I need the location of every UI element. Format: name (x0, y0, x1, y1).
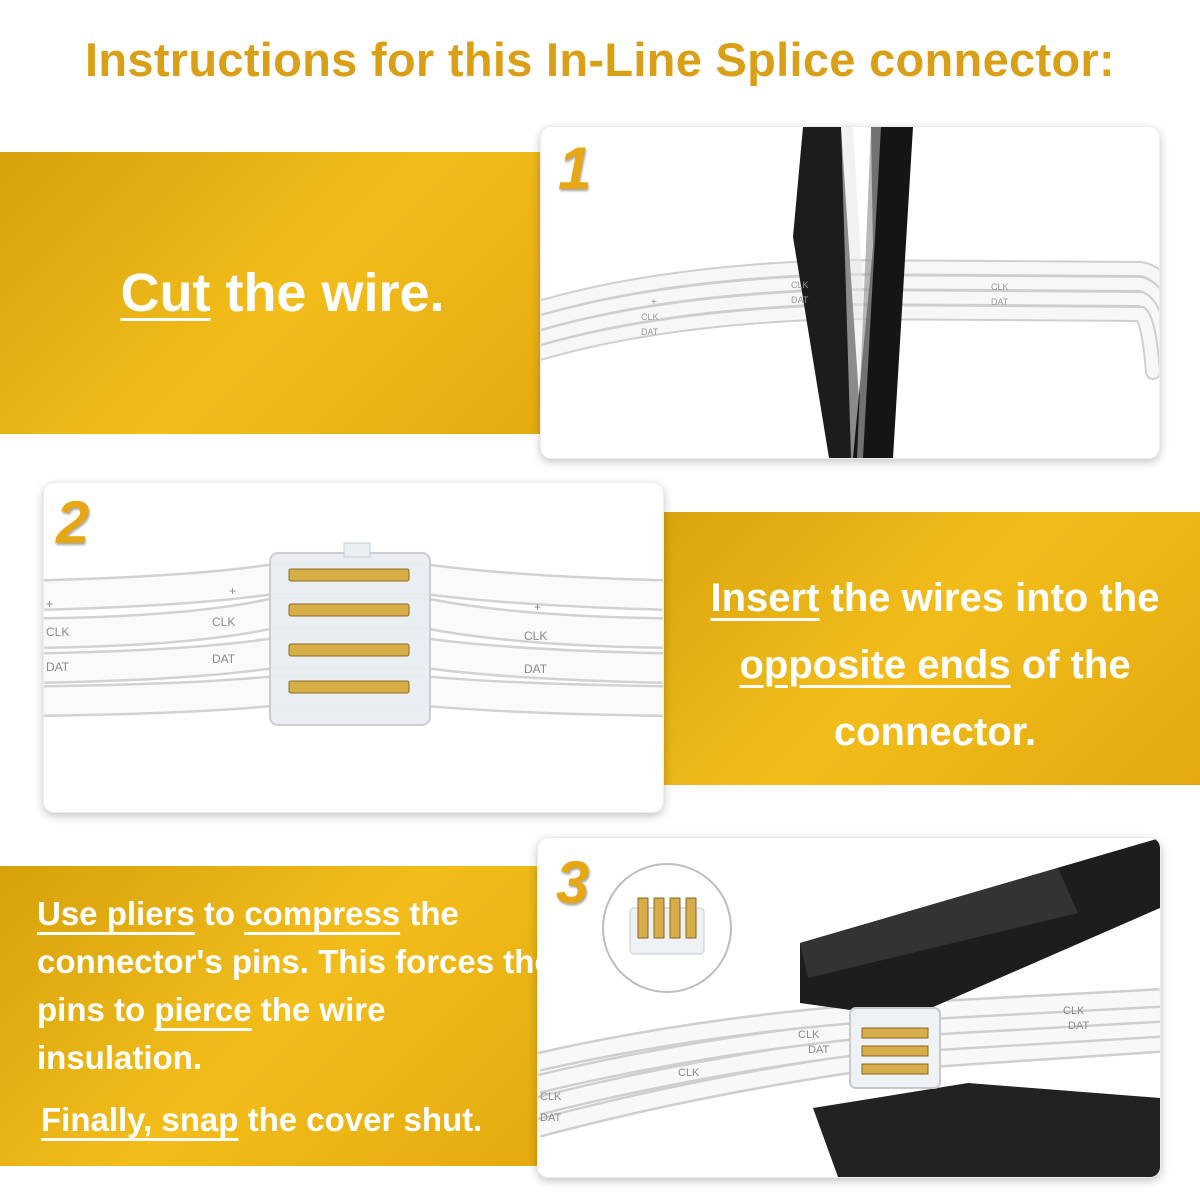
step-2-keyword-opposite-ends: opposite ends (739, 643, 1011, 687)
step-3-final-line: Finally, snap the cover shut. (41, 1096, 557, 1144)
wire-label-dat: DAT (1068, 1020, 1089, 1032)
wire-label-clk: CLK (678, 1067, 700, 1079)
wire-label-dat: DAT (524, 662, 548, 676)
step-3-keyword-use-pliers: Use pliers (37, 895, 195, 932)
step-3-text-d: the cover shut. (238, 1101, 483, 1138)
step-1-keyword: Cut (120, 263, 211, 323)
step-2-photo: + + + CLK CLK CLK DAT DAT DAT (44, 483, 663, 812)
step-2-text: Insert the wires into the opposite ends … (660, 565, 1200, 766)
step-1-band (0, 152, 580, 434)
inserted-connector-illustration: + + + CLK CLK CLK DAT DAT DAT (44, 542, 663, 726)
step-3-keyword-finally-snap: Finally, snap (41, 1101, 239, 1138)
step-1-number: 1 (558, 135, 592, 202)
step-3-keyword-compress: compress (244, 895, 401, 932)
step-2-number: 2 (56, 489, 90, 556)
wire-label-clk: CLK (46, 625, 69, 639)
wire-label-clk: CLK (212, 615, 235, 629)
wire-label-plus: + (46, 597, 53, 611)
wire-label-dat: DAT (641, 327, 659, 337)
wire-label-clk: CLK (524, 629, 547, 643)
step-2-band (620, 512, 1200, 785)
wire-label-plus: + (229, 584, 236, 598)
step-1-rest: the wire. (210, 263, 445, 323)
step-3-keyword-pierce: pierce (154, 991, 252, 1028)
page-title: Instructions for this In-Line Splice con… (85, 33, 1115, 86)
wire-label-clk: CLK (641, 312, 659, 322)
wire-label-plus: + (534, 600, 541, 614)
step-2-text-a: the wires into the (819, 576, 1160, 620)
wire-label-dat: DAT (212, 652, 236, 666)
wire-label-clk: CLK (798, 1029, 820, 1041)
step-3-text-a: to (194, 895, 245, 932)
wire-label-clk: CLK (791, 280, 809, 290)
step-3-text-b: the connector's pins. This forces the pi… (37, 895, 553, 1028)
step-3-photo: CLK CLK DAT CLK DAT CLK DAT (538, 838, 1160, 1177)
step-3-band (0, 866, 560, 1166)
step-2-text-b: of the connector. (833, 643, 1131, 754)
wire-label-plus: + (651, 297, 657, 308)
step-1-text: Cut the wire. (0, 262, 565, 324)
cutting-wire-illustration: + CLK DAT CLK DAT CLK DAT (541, 127, 1159, 458)
compressing-connector-illustration: CLK CLK DAT CLK DAT CLK DAT (538, 838, 1160, 1177)
wire-label-clk: CLK (540, 1091, 562, 1103)
step-1-photo: + CLK DAT CLK DAT CLK DAT (541, 127, 1159, 458)
step-3-text: Use pliers to compress the connector's p… (37, 890, 557, 1144)
wire-label-dat: DAT (540, 1112, 561, 1124)
step-3-number: 3 (556, 849, 590, 916)
step-2-keyword-insert: Insert (710, 576, 820, 620)
wire-label-dat: DAT (808, 1044, 829, 1056)
step-3-text-c: the wire insulation. (37, 991, 386, 1076)
wire-label-dat: DAT (791, 295, 809, 305)
wire-label-clk: CLK (1063, 1005, 1085, 1017)
wire-label-clk: CLK (991, 282, 1009, 292)
wire-label-dat: DAT (991, 297, 1009, 307)
wire-label-dat: DAT (46, 660, 70, 674)
